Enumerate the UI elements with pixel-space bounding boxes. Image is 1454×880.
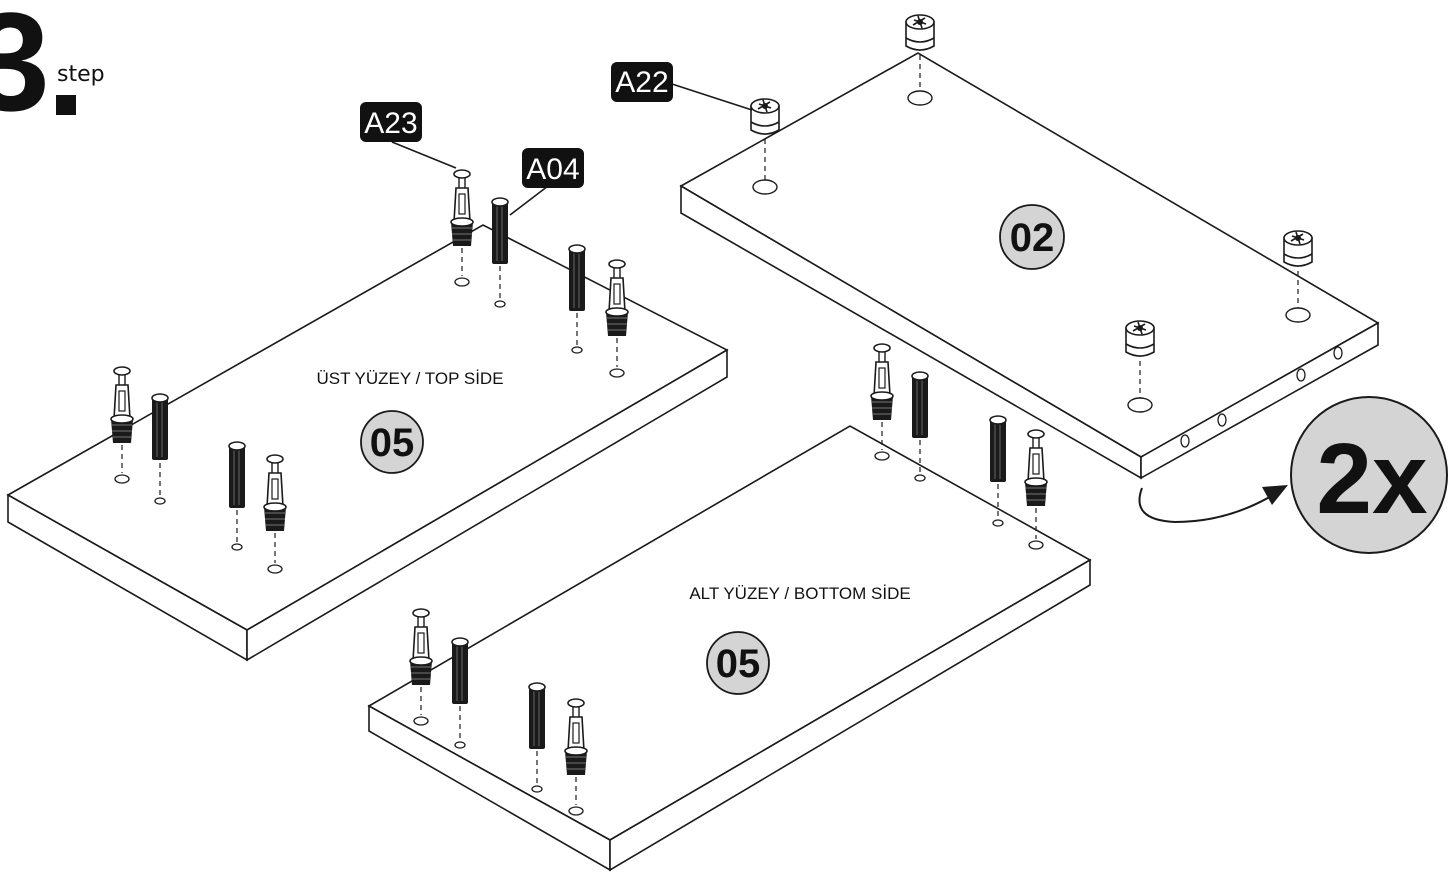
step-number-text: 3 [0, 0, 50, 140]
dowel-part [989, 415, 1007, 483]
panel-05-bottom: ALT YÜZEY / BOTTOM SİDE 05 [367, 343, 1092, 872]
multiplier: 2x [1138, 396, 1448, 554]
cam-bolt-part [870, 343, 894, 421]
cam-bolt-part [450, 169, 474, 247]
panel-02-number: 02 [1010, 216, 1055, 260]
dowel-part [491, 197, 509, 265]
bottom-side-label: ALT YÜZEY / BOTTOM SİDE [689, 584, 910, 603]
multiplier-text: 2x [1316, 423, 1427, 535]
callout-a04-label: A04 [526, 153, 579, 186]
panel-05-bottom-badge [706, 631, 770, 695]
dowel-part [228, 441, 246, 509]
step-word: step [57, 62, 105, 87]
top-side-label: ÜST YÜZEY / TOP SİDE [316, 369, 503, 388]
dowel-part [151, 393, 169, 461]
callout-a22-label: A22 [615, 66, 668, 99]
cam-lock-part [1125, 320, 1155, 357]
cam-lock-part [750, 98, 780, 135]
panel-05-top-badge [360, 410, 424, 474]
panel-05-top: ÜST YÜZEY / TOP SİDE 05 [6, 169, 729, 662]
callout-a23: A23 [360, 102, 457, 169]
panel-02-badge [999, 204, 1065, 270]
dowel-part [911, 371, 929, 439]
callout-a23-label: A23 [364, 107, 417, 140]
dowel-part [451, 637, 469, 705]
dowel-part [528, 682, 546, 750]
multiplier-badge [1290, 396, 1448, 554]
cam-bolt-part [409, 608, 433, 686]
arrow-head-icon [1262, 485, 1288, 505]
cam-lock-part [905, 14, 935, 51]
panel-05-bottom-number: 05 [716, 642, 761, 686]
panel-05-top-number: 05 [370, 421, 415, 465]
cam-bolt-part [110, 366, 134, 444]
step-number: 3 [0, 0, 76, 140]
dowel-part [568, 244, 586, 312]
cam-lock-part [1283, 230, 1313, 267]
panel-02: 02 [679, 14, 1380, 480]
cam-bolt-part [1024, 429, 1048, 507]
callout-a04: A04 [509, 148, 584, 216]
callout-a22: A22 [611, 62, 753, 111]
cam-bolt-part [605, 259, 629, 337]
